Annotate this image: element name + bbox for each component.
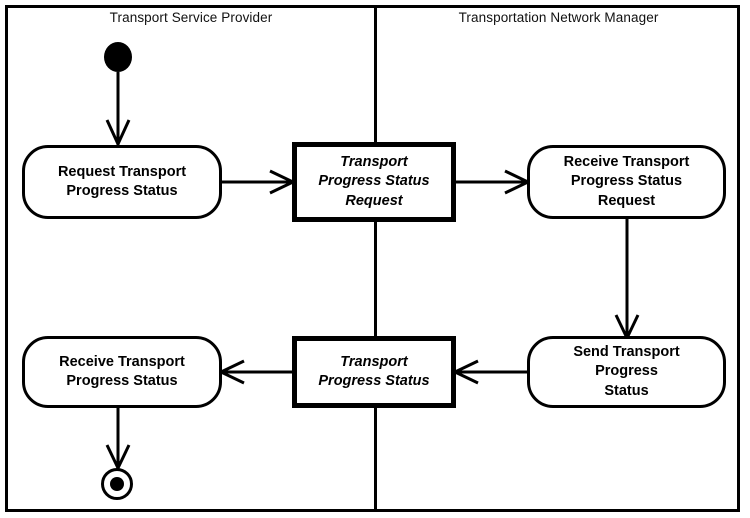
object-node-label: Transport Progress Status Request: [318, 154, 430, 209]
swimlane-header-transport-service-provider: Transport Service Provider: [109, 10, 273, 25]
swimlane-header-transportation-network-manager: Transportation Network Manager: [458, 10, 659, 25]
action-label: Receive Transport Progress Status Reques…: [563, 154, 690, 209]
final-node-core: [110, 477, 124, 491]
swimlane-frame: [5, 5, 740, 512]
action-request-transport-progress-status[interactable]: Request Transport Progress Status: [22, 145, 222, 219]
swimlane-divider: [374, 5, 377, 512]
final-node: [101, 468, 133, 500]
arrowhead-initial-to-request: [105, 119, 131, 148]
action-label: Send Transport Progress Status: [573, 344, 680, 399]
object-node-label: Transport Progress Status: [318, 353, 430, 389]
object-node-transport-progress-status[interactable]: Transport Progress Status: [292, 336, 456, 408]
action-receive-transport-progress-status[interactable]: Receive Transport Progress Status: [22, 336, 222, 408]
object-node-transport-progress-status-request[interactable]: Transport Progress Status Request: [292, 142, 456, 222]
action-send-transport-progress-status[interactable]: Send Transport Progress Status: [527, 336, 726, 408]
initial-node: [104, 42, 132, 72]
action-label: Request Transport Progress Status: [57, 163, 187, 199]
action-label: Receive Transport Progress Status: [59, 353, 185, 389]
action-receive-transport-progress-status-request[interactable]: Receive Transport Progress Status Reques…: [527, 145, 726, 219]
